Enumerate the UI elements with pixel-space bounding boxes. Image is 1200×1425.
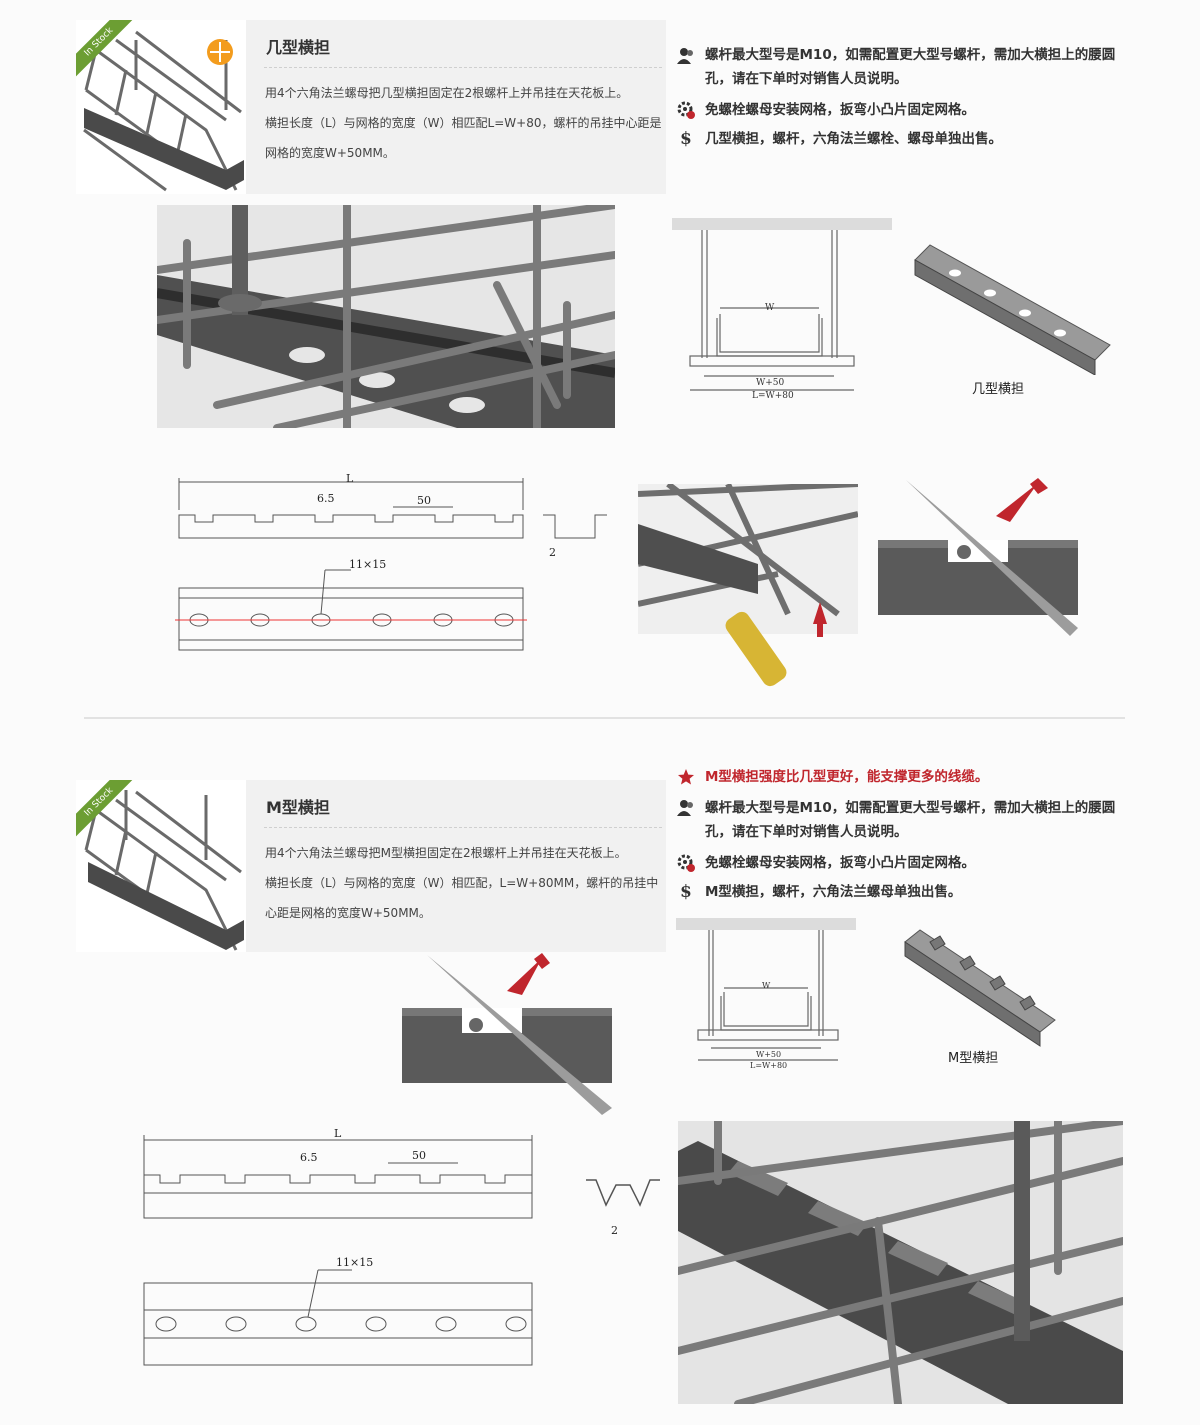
description-line: 用4个六角法兰螺母把M型横担固定在2根螺杆上并吊挂在天花板上。 <box>265 846 627 860</box>
product-card-1: In Stock 几型横担 用4个六角法兰螺母把几型横担固定在2根螺杆上并吊挂在… <box>76 20 666 194</box>
star-icon <box>678 769 694 785</box>
feature-text: 螺杆最大型号是M10，如需配置更大型号螺杆，需加大横担上的腰圆 <box>705 800 1116 816</box>
section-title: 几型横担 <box>266 38 331 57</box>
bending-tab-tool-render <box>638 484 858 687</box>
feature-text: 孔，请在下单时对销售人员说明。 <box>705 71 908 87</box>
feature-text: 几型横担，螺杆，六角法兰螺栓、螺母单独出售。 <box>705 131 1002 147</box>
title-divider <box>264 67 662 68</box>
bracket-part-render-2 <box>904 929 1056 1047</box>
description-line: 用4个六角法兰螺母把几型横担固定在2根螺杆上并吊挂在天花板上。 <box>265 86 629 100</box>
feature-text: M型横担强度比几型更好，能支撑更多的线缆。 <box>705 769 989 785</box>
thumbnail-image-1: In Stock <box>76 20 246 194</box>
description-line: 网格的宽度W+50MM。 <box>265 146 395 160</box>
thickness-dimension: 2 <box>549 546 556 559</box>
slot-dimension: 6.5 <box>317 492 335 505</box>
user-icon <box>677 48 693 64</box>
part-caption: M型横担 <box>948 1051 999 1066</box>
hole-dimension: 11×15 <box>349 558 386 571</box>
svg-text:$: $ <box>680 129 692 147</box>
hole-dimension: 11×15 <box>336 1256 373 1269</box>
feature-text: 孔，请在下单时对销售人员说明。 <box>705 824 908 840</box>
slot-dimension: 6.5 <box>300 1151 318 1164</box>
hanger-span-label: W+50 <box>756 1050 781 1059</box>
dollar-icon: $ <box>680 129 692 147</box>
feature-text: 免螺栓螺母安装网格，扳弯小凸片固定网格。 <box>705 855 975 871</box>
length-label: L=W+80 <box>750 1061 787 1070</box>
bracket-part-render-1 <box>914 244 1111 375</box>
mounting-elevation-diagram-1: W W+50 L=W+80 <box>672 218 892 401</box>
dollar-icon: $ <box>680 882 692 900</box>
pitch-dimension: 50 <box>417 494 431 507</box>
length-dimension: L <box>334 1127 342 1140</box>
technical-drawing-2: L 6.5 50 2 11×15 <box>143 1127 660 1366</box>
feature-text: M型横担，螺杆，六角法兰螺母单独出售。 <box>705 884 962 900</box>
length-dimension: L <box>346 472 354 485</box>
cable-tray-thumbnail-2 <box>84 790 244 951</box>
part-caption: 几型横担 <box>972 382 1025 397</box>
tab-bending-closeup-1 <box>878 478 1078 636</box>
description-line: 横担长度（L）与网格的宽度（W）相匹配，L=W+80MM，螺杆的吊挂中 <box>265 876 659 890</box>
feature-text: 免螺栓螺母安装网格，扳弯小凸片固定网格。 <box>705 102 975 118</box>
width-label: W <box>765 303 775 313</box>
gear-icon <box>677 101 695 119</box>
cable-tray-bracket-render-2 <box>678 1121 1123 1404</box>
cable-tray-bracket-render-1 <box>157 205 615 428</box>
feature-text: 螺杆最大型号是M10，如需配置更大型号螺杆，需加大横担上的腰圆 <box>705 47 1116 63</box>
pitch-dimension: 50 <box>412 1149 426 1162</box>
svg-text:$: $ <box>680 882 692 900</box>
width-label: W <box>762 981 771 990</box>
gear-icon <box>677 854 695 872</box>
section-divider <box>84 717 1125 719</box>
tab-bending-closeup-2 <box>402 953 612 1115</box>
thumbnail-image-2: In Stock <box>76 780 246 952</box>
title-divider <box>264 827 662 828</box>
description-line: 心距是网格的宽度W+50MM。 <box>265 906 431 920</box>
section-title: M型横担 <box>266 798 330 817</box>
length-label: L=W+80 <box>752 391 794 401</box>
hanger-span-label: W+50 <box>756 378 785 388</box>
thickness-dimension: 2 <box>611 1224 618 1237</box>
description-line: 横担长度（L）与网格的宽度（W）相匹配L=W+80，螺杆的吊挂中心距是 <box>265 116 662 130</box>
product-card-2: In Stock M型横担 用4个六角法兰螺母把M型横担固定在2根螺杆上并吊挂在… <box>76 780 666 952</box>
mounting-elevation-diagram-2: W W+50 L=W+80 <box>676 918 856 1070</box>
user-icon <box>677 800 693 816</box>
technical-drawing-1: L 6.5 50 2 11×15 <box>175 472 607 651</box>
